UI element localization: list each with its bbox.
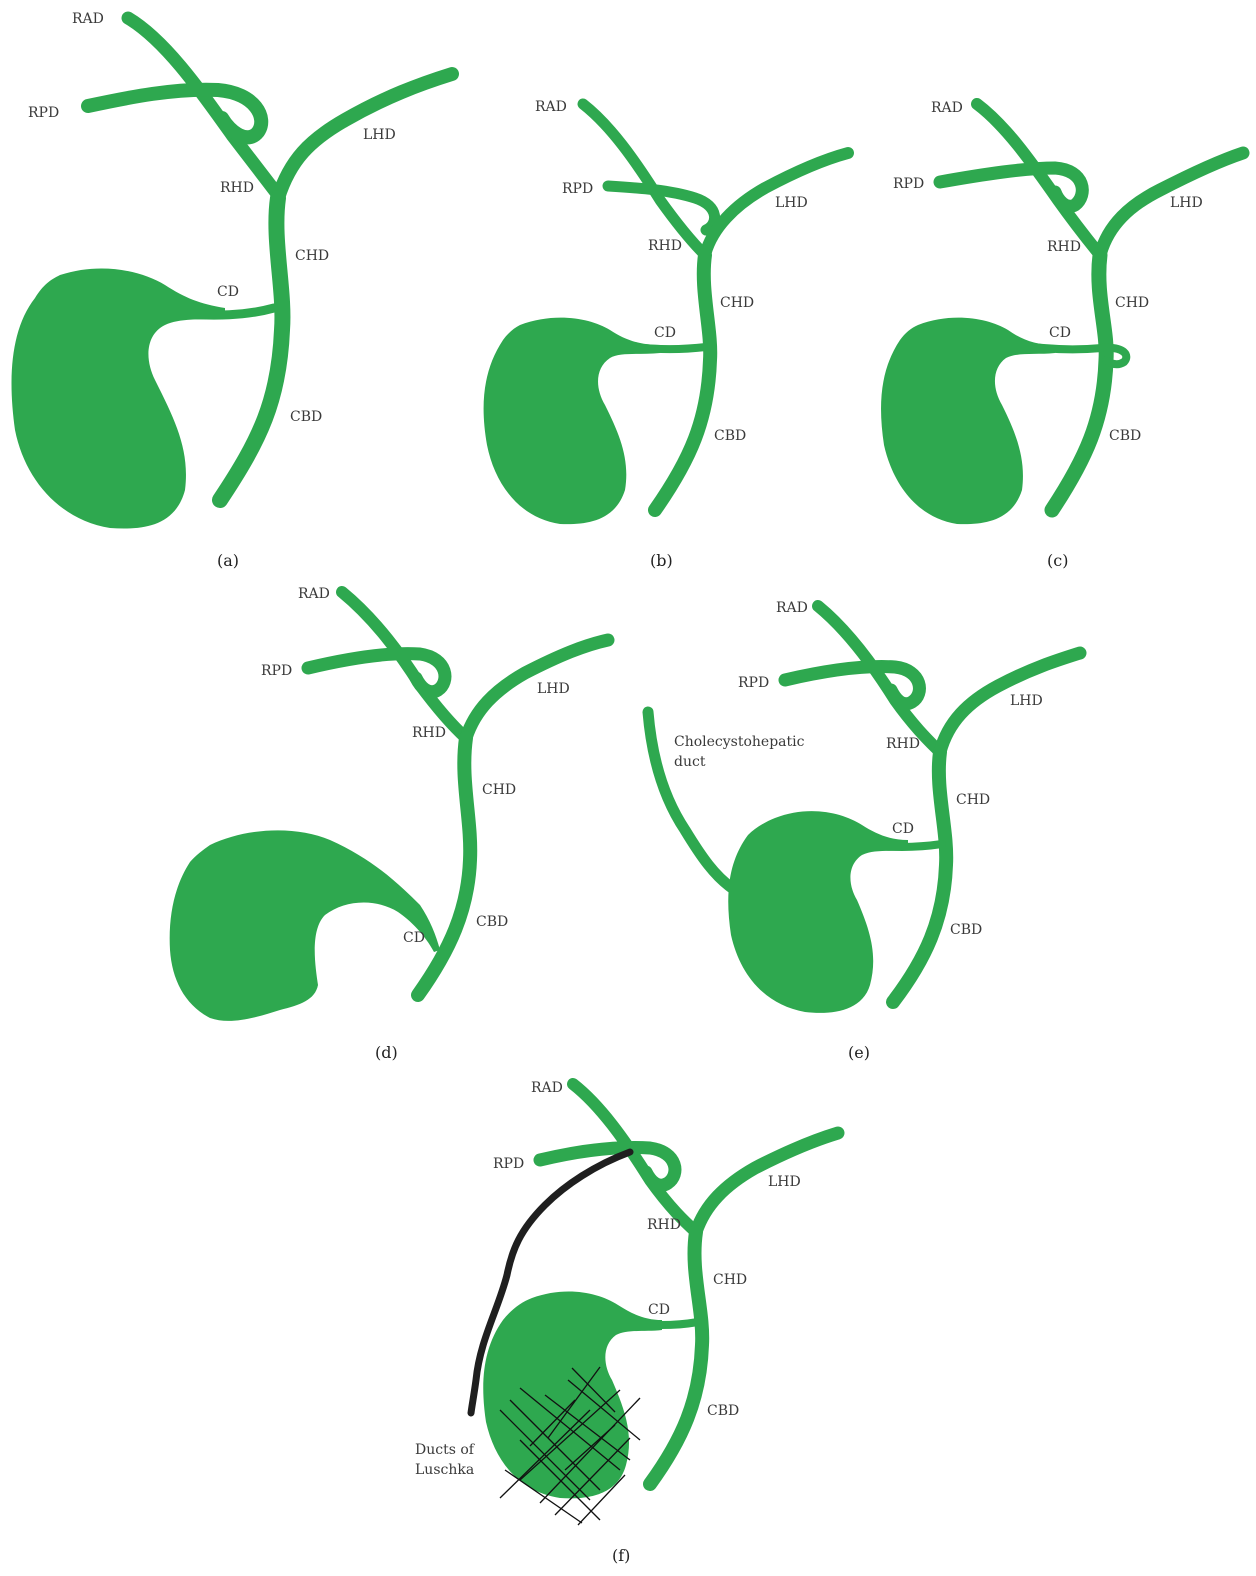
label-lhd: LHD <box>1170 195 1203 211</box>
label-rhd: RHD <box>648 238 682 254</box>
rad-duct <box>583 104 705 255</box>
caption-e: (e) <box>848 1043 870 1062</box>
label-lhd: LHD <box>768 1174 801 1190</box>
panel-b: RAD RPD LHD RHD CHD CD CBD (b) <box>484 99 848 570</box>
label-chd: CHD <box>956 792 990 808</box>
rpd-duct <box>785 667 919 704</box>
caption-b: (b) <box>650 551 673 570</box>
label-luschka-line1: Ducts of <box>415 1442 476 1458</box>
label-rpd: RPD <box>738 675 769 691</box>
caption-f: (f) <box>612 1546 630 1565</box>
label-rad: RAD <box>72 11 104 27</box>
chd-cbd-duct <box>220 198 282 500</box>
panel-f: RAD RPD LHD RHD CHD CD CBD Ducts of Lusc… <box>415 1080 838 1565</box>
label-cd: CD <box>648 1302 670 1318</box>
label-rpd: RPD <box>562 181 593 197</box>
label-cd: CD <box>217 284 239 300</box>
chd-cbd-duct <box>1052 255 1106 510</box>
gallbladder <box>728 811 908 1013</box>
label-chd: CHD <box>482 782 516 798</box>
label-rpd: RPD <box>493 1156 524 1172</box>
gallbladder <box>484 318 660 524</box>
label-lhd: LHD <box>775 195 808 211</box>
label-rpd: RPD <box>893 176 924 192</box>
label-cbd: CBD <box>950 922 982 938</box>
panel-d: RAD RPD LHD RHD CHD CBD CD (d) <box>170 586 608 1062</box>
label-rad: RAD <box>931 100 963 116</box>
label-chd: CHD <box>1115 295 1149 311</box>
label-rhd: RHD <box>412 725 446 741</box>
label-rad: RAD <box>298 586 330 602</box>
panel-a: RAD RPD LHD RHD CHD CD CBD (a) <box>12 11 452 570</box>
label-rad: RAD <box>535 99 567 115</box>
label-lhd: LHD <box>537 681 570 697</box>
label-lhd: LHD <box>1010 693 1043 709</box>
gallbladder <box>170 830 440 1021</box>
rpd-duct <box>308 654 445 692</box>
chd-cbd-duct <box>655 255 710 510</box>
gallbladder <box>12 268 225 528</box>
label-lhd: LHD <box>363 127 396 143</box>
label-rpd: RPD <box>261 663 292 679</box>
label-cd: CD <box>403 930 425 946</box>
label-cbd: CBD <box>290 409 322 425</box>
rpd-duct <box>940 168 1082 206</box>
label-cbd: CBD <box>714 428 746 444</box>
panel-e: RAD RPD LHD Cholecystohepatic duct RHD C… <box>648 600 1080 1062</box>
lhd-duct <box>696 1133 838 1232</box>
caption-a: (a) <box>217 551 239 570</box>
label-rhd: RHD <box>647 1217 681 1233</box>
panel-c: RAD RPD LHD RHD CHD CD CBD (c) <box>881 100 1243 570</box>
chd-cbd-duct <box>650 1232 702 1484</box>
label-cd: CD <box>892 821 914 837</box>
caption-c: (c) <box>1047 551 1068 570</box>
rpd-duct <box>540 1148 675 1186</box>
label-cbd: CBD <box>1109 428 1141 444</box>
chd-cbd-duct <box>418 738 470 995</box>
label-luschka-line2: Luschka <box>415 1462 474 1478</box>
label-chd: CHD <box>295 248 329 264</box>
rpd-duct <box>88 90 261 138</box>
label-rad: RAD <box>776 600 808 616</box>
label-cholecystohepatic-line2: duct <box>674 754 706 770</box>
label-chd: CHD <box>713 1272 747 1288</box>
gallbladder <box>483 1292 662 1499</box>
chd-cbd-duct <box>893 752 946 1002</box>
caption-d: (d) <box>375 1043 398 1062</box>
gallbladder <box>881 318 1055 524</box>
label-cbd: CBD <box>476 914 508 930</box>
label-chd: CHD <box>720 295 754 311</box>
label-rhd: RHD <box>220 180 254 196</box>
label-cbd: CBD <box>707 1403 739 1419</box>
label-cd: CD <box>654 325 676 341</box>
label-rad: RAD <box>531 1080 563 1096</box>
label-cd: CD <box>1049 325 1071 341</box>
label-rhd: RHD <box>886 736 920 752</box>
label-rhd: RHD <box>1047 239 1081 255</box>
label-rpd: RPD <box>28 105 59 121</box>
label-cholecystohepatic-line1: Cholecystohepatic <box>674 734 805 750</box>
